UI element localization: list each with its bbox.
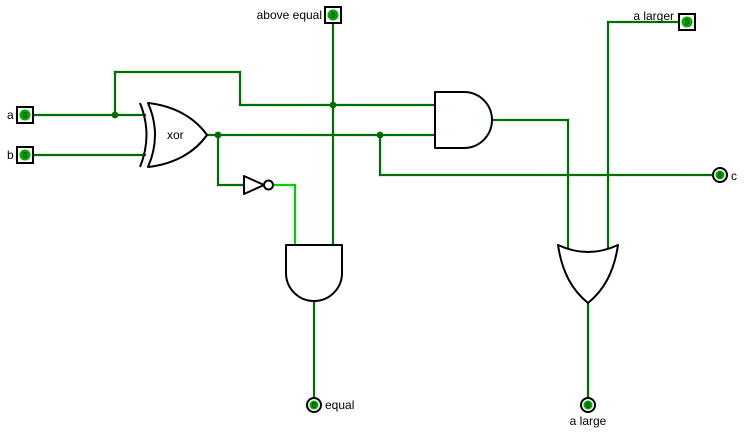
pin-a-larger-value: 0 bbox=[685, 18, 690, 27]
junction-dot bbox=[329, 101, 337, 109]
not-gate[interactable] bbox=[243, 175, 274, 195]
output-pin-a-large[interactable]: 0 bbox=[580, 397, 596, 413]
or-gate-south[interactable] bbox=[557, 244, 619, 304]
junctions bbox=[111, 101, 384, 139]
junction-dot bbox=[214, 131, 222, 139]
junction-dot bbox=[376, 131, 384, 139]
xor-gate[interactable]: xor bbox=[139, 102, 208, 168]
label-pin-above-equal: above equal bbox=[257, 8, 322, 22]
pin-b-value: 0 bbox=[23, 151, 28, 160]
wires bbox=[31, 20, 715, 400]
label-pin-a-large: a large bbox=[570, 414, 607, 428]
label-pin-a-larger: a larger bbox=[633, 9, 674, 23]
output-pin-c[interactable]: 0 bbox=[712, 167, 728, 183]
label-pin-c: c bbox=[731, 169, 737, 183]
inverter-bubble bbox=[263, 179, 274, 191]
pin-above-equal-value: 0 bbox=[331, 11, 336, 20]
pin-a-value: 0 bbox=[23, 111, 28, 120]
xor-gate-label: xor bbox=[167, 128, 184, 142]
label-pin-b: b bbox=[7, 148, 14, 162]
junction-dot bbox=[111, 111, 119, 119]
label-pin-equal: equal bbox=[325, 398, 354, 412]
and-gate[interactable] bbox=[434, 91, 493, 149]
pin-c-value: 0 bbox=[718, 171, 723, 180]
input-pin-b[interactable]: 0 bbox=[16, 146, 34, 164]
input-pin-a-larger[interactable]: 0 bbox=[678, 13, 696, 31]
input-pin-a[interactable]: 0 bbox=[16, 106, 34, 124]
pin-a-large-value: 0 bbox=[586, 401, 591, 410]
labels: a b above equal a larger c equal a large bbox=[7, 8, 737, 428]
pin-equal-value: 0 bbox=[312, 401, 317, 410]
input-pin-above-equal[interactable]: 0 bbox=[324, 6, 342, 24]
and-gate-south[interactable] bbox=[285, 244, 343, 302]
label-pin-a: a bbox=[7, 108, 14, 122]
output-pin-equal[interactable]: 0 bbox=[306, 397, 322, 413]
